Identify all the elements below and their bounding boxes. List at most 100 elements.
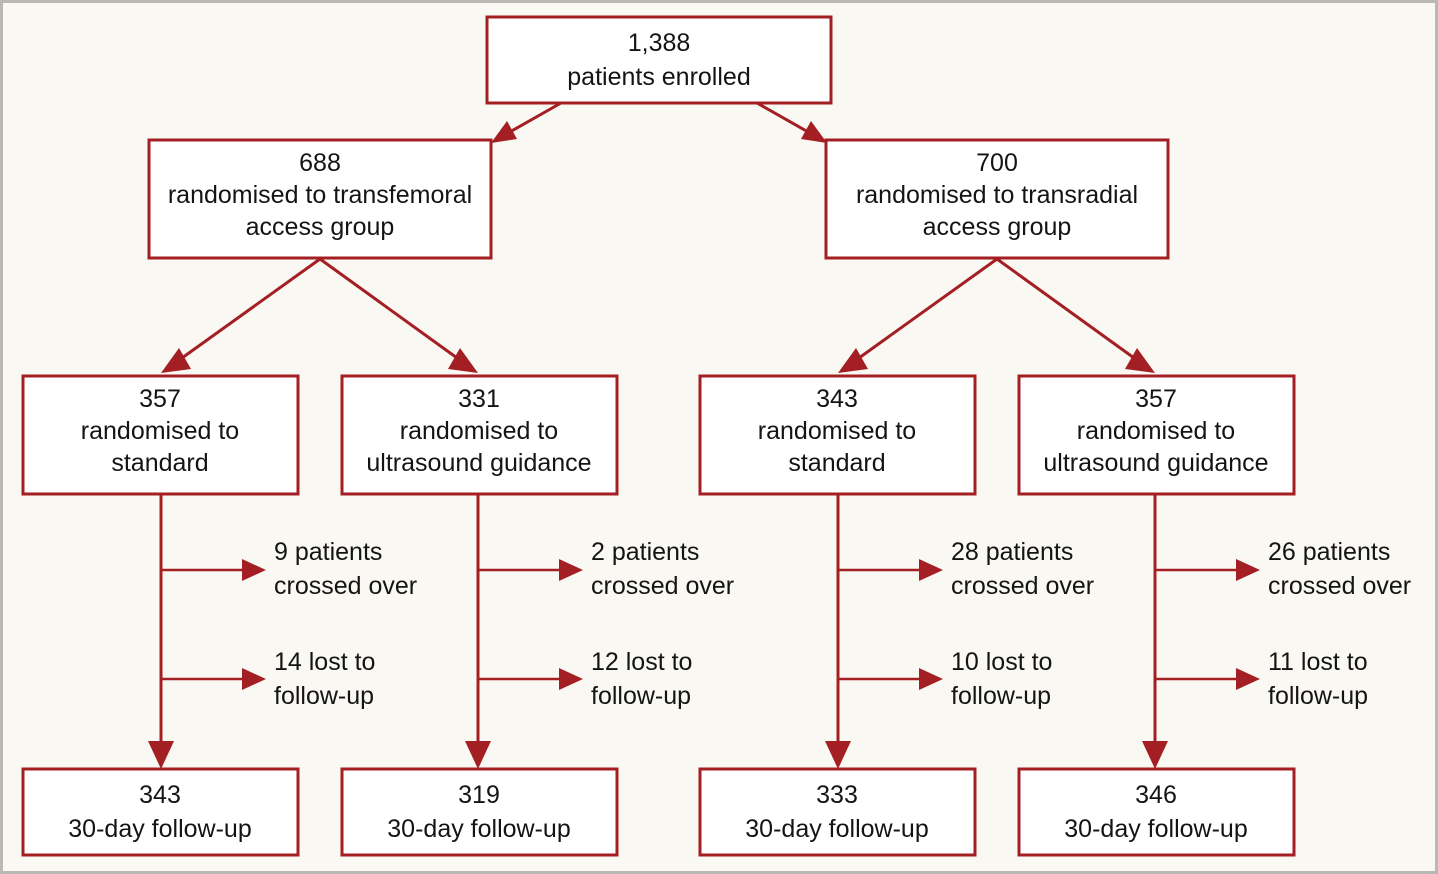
- arrowhead-lost-1: [242, 668, 266, 690]
- arrowhead-group-1-to-outcome-1: [148, 741, 174, 769]
- node-outcome-4: 346 30-day follow-up: [1017, 767, 1296, 857]
- arrowhead-left-arm-to-group-1: [161, 348, 191, 373]
- outcome-2-label: 30-day follow-up: [387, 815, 570, 843]
- outcome-4-box: [1017, 767, 1296, 857]
- node-outcome-1: 343 30-day follow-up: [21, 767, 300, 857]
- arrowhead-enrollment-to-right-arm: [801, 121, 827, 143]
- flowchart-canvas: 1,388 patients enrolled 688 randomised t…: [21, 15, 1411, 857]
- group-1-count: 357: [139, 385, 181, 413]
- group-3-count: 343: [816, 385, 858, 413]
- arrowhead-lost-2: [559, 668, 583, 690]
- enrollment-box: [485, 15, 833, 105]
- arrowhead-lost-3: [919, 668, 943, 690]
- arrowhead-crossover-3: [919, 559, 943, 581]
- annotation-crossover-4: 26 patients crossed over: [1268, 538, 1411, 600]
- arm-right-label-line1: randomised to transradial: [856, 181, 1138, 209]
- group-3-label-line1: randomised to: [758, 417, 916, 445]
- node-arm-left: 688 randomised to transfemoral access gr…: [147, 138, 493, 260]
- crossover-2-line2: crossed over: [591, 572, 734, 600]
- group-1-box: [21, 374, 300, 496]
- connector-left-arm-to-group-1: [174, 257, 321, 365]
- node-arm-right: 700 randomised to transradial access gro…: [824, 138, 1170, 260]
- node-enrollment: 1,388 patients enrolled: [485, 15, 833, 105]
- outcome-3-count: 333: [816, 781, 858, 809]
- arrowhead-group-3-to-outcome-3: [825, 741, 851, 769]
- crossover-2-line1: 2 patients: [591, 538, 699, 566]
- group-1-label-line1: randomised to: [81, 417, 239, 445]
- crossover-1-line2: crossed over: [274, 572, 417, 600]
- arrowhead-right-arm-to-group-4: [1125, 348, 1155, 373]
- group-4-label-line2: ultrasound guidance: [1043, 449, 1268, 477]
- lost-1-line1: 14 lost to: [274, 648, 375, 676]
- connector-group-column-1: [148, 494, 266, 769]
- annotation-lost-2: 12 lost to follow-up: [591, 648, 692, 710]
- connector-group-right-arm-split: [838, 257, 1155, 373]
- group-3-box: [698, 374, 977, 496]
- outcome-3-label: 30-day follow-up: [745, 815, 928, 843]
- node-group-3: 343 randomised to standard: [698, 374, 977, 496]
- annotation-crossover-2: 2 patients crossed over: [591, 538, 734, 600]
- arm-right-count: 700: [976, 149, 1018, 177]
- group-1-label-line2: standard: [111, 449, 208, 477]
- connector-right-arm-to-group-3: [851, 257, 998, 365]
- arm-left-box: [147, 138, 493, 260]
- connector-right-arm-to-group-4: [996, 257, 1142, 365]
- connector-group-column-2: [465, 494, 583, 769]
- group-2-label-line1: randomised to: [400, 417, 558, 445]
- group-4-count: 357: [1135, 385, 1177, 413]
- arrowhead-group-2-to-outcome-2: [465, 741, 491, 769]
- enrollment-label: patients enrolled: [567, 63, 750, 91]
- outcome-1-label: 30-day follow-up: [68, 815, 251, 843]
- crossover-3-line2: crossed over: [951, 572, 1094, 600]
- annotation-lost-3: 10 lost to follow-up: [951, 648, 1052, 710]
- connector-group-column-3: [825, 494, 943, 769]
- arrowhead-left-arm-to-group-2: [448, 348, 478, 373]
- lost-2-line1: 12 lost to: [591, 648, 692, 676]
- enrollment-count: 1,388: [628, 29, 691, 57]
- lost-1-line2: follow-up: [274, 682, 374, 710]
- arm-right-box: [824, 138, 1170, 260]
- crossover-1-line1: 9 patients: [274, 538, 382, 566]
- arrowhead-right-arm-to-group-3: [838, 348, 868, 373]
- outcome-3-box: [698, 767, 977, 857]
- arrowhead-crossover-1: [242, 559, 266, 581]
- arrowhead-crossover-2: [559, 559, 583, 581]
- crossover-3-line1: 28 patients: [951, 538, 1073, 566]
- node-outcome-3: 333 30-day follow-up: [698, 767, 977, 857]
- arrowhead-crossover-4: [1236, 559, 1260, 581]
- group-2-box: [340, 374, 619, 496]
- arm-left-label-line1: randomised to transfemoral: [168, 181, 472, 209]
- arrowhead-group-4-to-outcome-4: [1142, 741, 1168, 769]
- lost-4-line2: follow-up: [1268, 682, 1368, 710]
- outcome-2-box: [340, 767, 619, 857]
- group-2-label-line2: ultrasound guidance: [366, 449, 591, 477]
- node-group-2: 331 randomised to ultrasound guidance: [340, 374, 619, 496]
- lost-4-line1: 11 lost to: [1268, 648, 1368, 676]
- lost-2-line2: follow-up: [591, 682, 691, 710]
- outcome-4-count: 346: [1135, 781, 1177, 809]
- connector-group-left-arm-split: [161, 257, 478, 373]
- outcome-4-label: 30-day follow-up: [1064, 815, 1247, 843]
- connector-group-column-4: [1142, 494, 1260, 769]
- crossover-4-line2: crossed over: [1268, 572, 1411, 600]
- group-2-count: 331: [458, 385, 500, 413]
- crossover-4-line1: 26 patients: [1268, 538, 1390, 566]
- node-outcome-2: 319 30-day follow-up: [340, 767, 619, 857]
- arm-right-label-line2: access group: [923, 213, 1072, 241]
- connector-group-enrollment-split: [491, 101, 827, 143]
- annotation-lost-1: 14 lost to follow-up: [274, 648, 375, 710]
- connector-left-arm-to-group-2: [319, 257, 465, 365]
- arrowhead-lost-4: [1236, 668, 1260, 690]
- arrowhead-enrollment-to-left-arm: [491, 121, 517, 143]
- outcome-2-count: 319: [458, 781, 500, 809]
- node-group-4: 357 randomised to ultrasound guidance: [1017, 374, 1296, 496]
- arm-left-label-line2: access group: [246, 213, 395, 241]
- outcome-1-box: [21, 767, 300, 857]
- lost-3-line2: follow-up: [951, 682, 1051, 710]
- annotation-crossover-3: 28 patients crossed over: [951, 538, 1094, 600]
- annotation-lost-4: 11 lost to follow-up: [1268, 648, 1368, 710]
- node-group-1: 357 randomised to standard: [21, 374, 300, 496]
- group-3-label-line2: standard: [788, 449, 885, 477]
- group-4-label-line1: randomised to: [1077, 417, 1235, 445]
